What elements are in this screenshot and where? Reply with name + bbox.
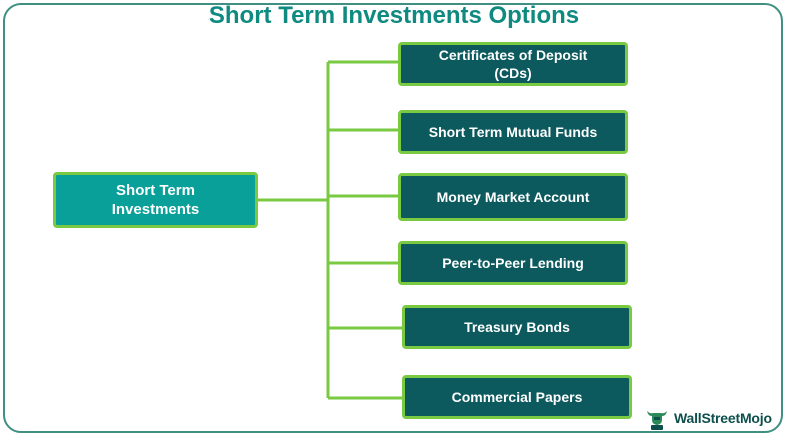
option-label: Certificates of Deposit [438,47,588,63]
option-label: Treasury Bonds [464,319,570,335]
option-commercial-papers: Commercial Papers [402,375,632,419]
root-node: Short Term Investments [53,172,258,228]
root-label-line2: Investments [111,201,200,218]
option-peer-to-peer-lending: Peer-to-Peer Lending [398,241,628,285]
diagram-title: Short Term Investments Options [208,2,580,29]
option-label-line2: (CDs) [494,65,532,81]
option-certificates-of-deposit: Certificates of Deposit (CDs) [398,42,628,86]
diagram-frame [3,3,783,433]
option-treasury-bonds: Treasury Bonds [402,305,632,349]
brand-logo: WallStreetMojo [644,405,772,431]
option-label: Peer-to-Peer Lending [442,255,584,271]
option-label: Commercial Papers [451,389,583,405]
root-label-line1: Short Term [116,182,195,199]
option-money-market-account: Money Market Account [398,173,628,221]
option-label: Money Market Account [436,189,590,205]
bull-mascot-icon [647,411,667,430]
option-label: Short Term Mutual Funds [428,124,598,140]
brand-logo-text: WallStreetMojo [674,410,772,426]
option-short-term-mutual-funds: Short Term Mutual Funds [398,110,628,154]
